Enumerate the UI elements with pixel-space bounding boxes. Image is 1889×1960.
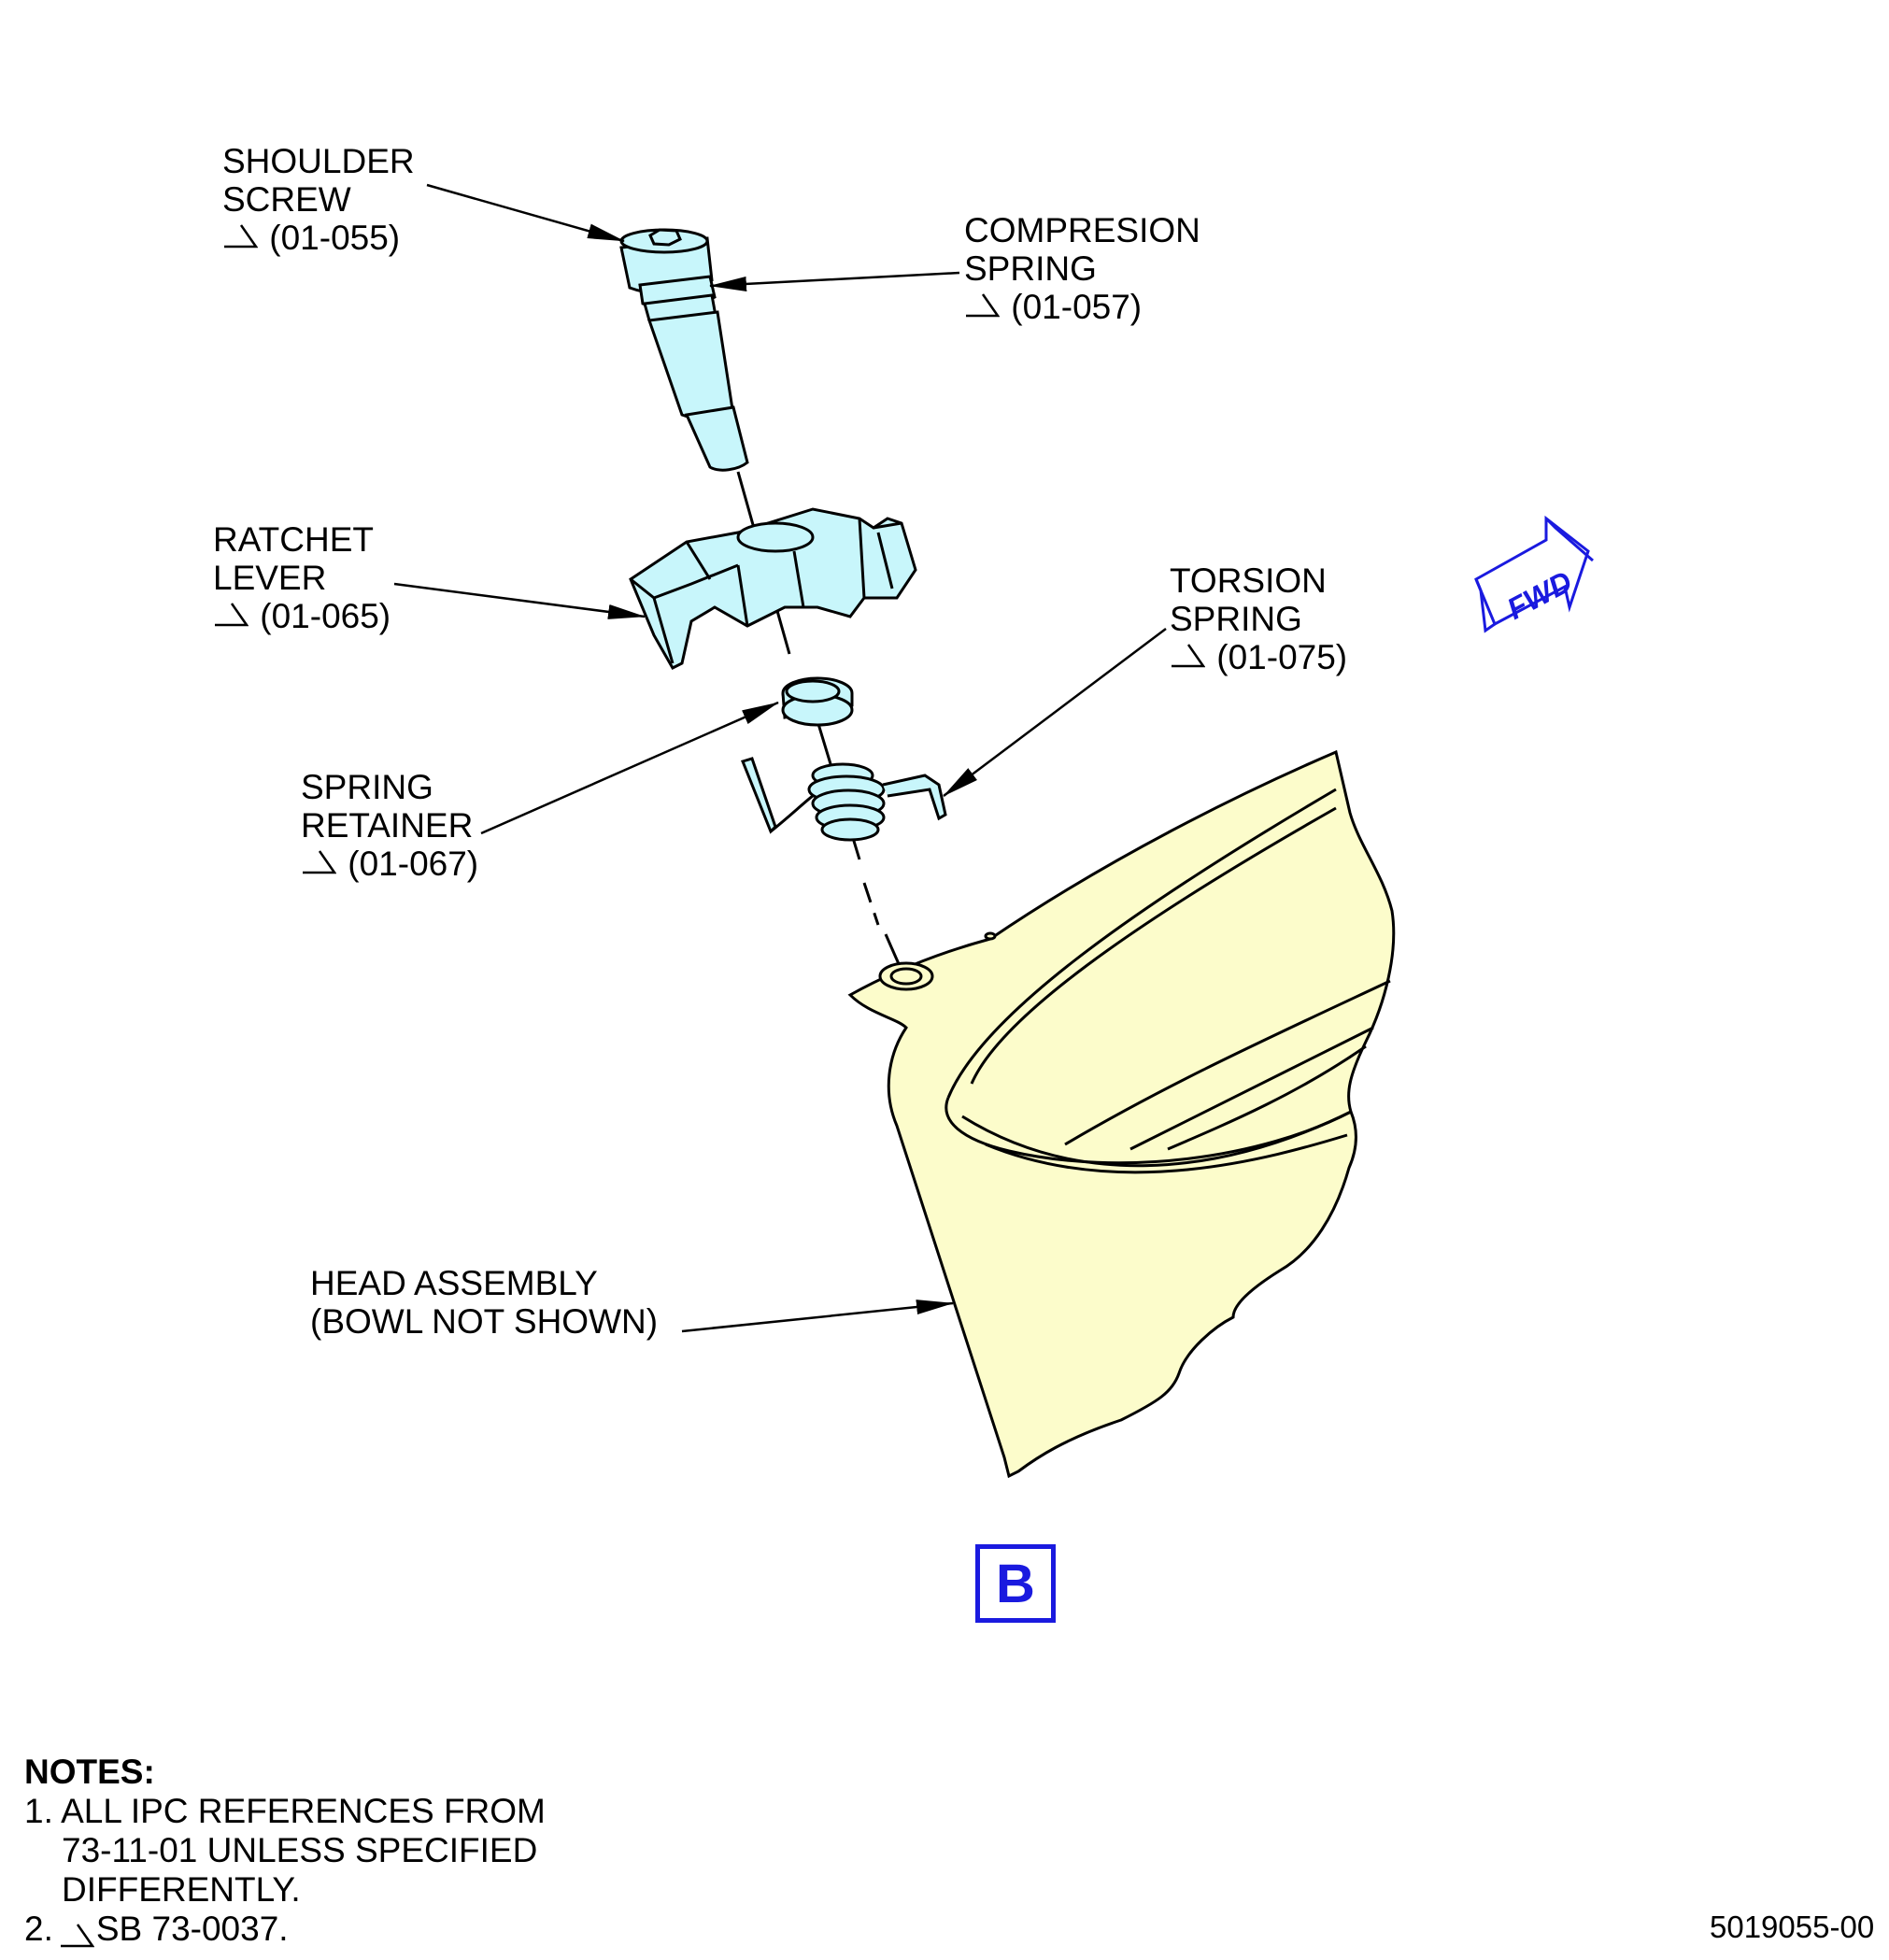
note-line: DIFFERENTLY. bbox=[62, 1870, 301, 1909]
head-assembly-housing bbox=[847, 749, 1396, 1479]
callout-ref-number: (01-075) bbox=[1216, 638, 1348, 676]
callout-ref-number: (01-067) bbox=[348, 845, 479, 883]
ratchet-lever-part bbox=[629, 507, 917, 670]
note-line: 73-11-01 UNLESS SPECIFIED bbox=[62, 1831, 538, 1869]
service-bulletin-delta-icon bbox=[1172, 644, 1205, 668]
callout-ref-number: (01-055) bbox=[269, 219, 401, 257]
callout-torsion-spring: TORSION SPRING (01-075) bbox=[1170, 561, 1347, 676]
callout-reference: (01-055) bbox=[222, 219, 415, 257]
callout-reference: (01-057) bbox=[964, 288, 1200, 326]
shoulder-screw-part bbox=[619, 228, 749, 472]
callout-reference: (01-067) bbox=[301, 845, 478, 883]
spring-retainer-part bbox=[781, 676, 854, 727]
callout-leader-lines bbox=[393, 183, 1167, 1333]
callout-line: COMPRESION bbox=[964, 211, 1200, 249]
service-bulletin-delta-icon bbox=[303, 850, 336, 874]
note-2: 2. SB 73-0037. bbox=[24, 1910, 289, 1949]
service-bulletin-delta-icon bbox=[60, 1924, 94, 1948]
callout-line: SPRING bbox=[1170, 600, 1302, 638]
note-2-text: SB 73-0037. bbox=[95, 1910, 289, 1948]
callout-reference: (01-075) bbox=[1170, 638, 1347, 676]
callout-line: (BOWL NOT SHOWN) bbox=[310, 1302, 659, 1341]
callout-line: SCREW bbox=[222, 180, 351, 219]
callout-line: RATCHET bbox=[213, 520, 374, 559]
callout-ref-number: (01-065) bbox=[260, 597, 391, 635]
forward-direction-arrow bbox=[1474, 515, 1594, 633]
view-label: B bbox=[996, 1553, 1035, 1614]
callout-line: SPRING bbox=[301, 768, 433, 806]
service-bulletin-delta-icon bbox=[224, 224, 258, 249]
callout-line: TORSION bbox=[1170, 561, 1327, 600]
service-bulletin-delta-icon bbox=[966, 293, 1000, 318]
callout-line: LEVER bbox=[213, 559, 327, 597]
callout-ref-number: (01-057) bbox=[1011, 288, 1143, 326]
torsion-spring-part bbox=[740, 757, 947, 842]
callout-line: SPRING bbox=[964, 249, 1097, 288]
callout-line: SHOULDER bbox=[222, 142, 415, 180]
notes-block: NOTES: 1. ALL IPC REFERENCES FROM 73-11-… bbox=[24, 1753, 546, 1949]
service-bulletin-delta-icon bbox=[215, 603, 249, 627]
callout-line: HEAD ASSEMBLY bbox=[310, 1264, 598, 1302]
document-number: 5019055-00 bbox=[1710, 1910, 1875, 1944]
callout-compression-spring: COMPRESION SPRING (01-057) bbox=[964, 211, 1200, 326]
callout-shoulder-screw: SHOULDER SCREW (01-055) bbox=[222, 142, 415, 257]
note-2-number: 2. bbox=[24, 1910, 53, 1948]
callout-head-assembly: HEAD ASSEMBLY (BOWL NOT SHOWN) bbox=[310, 1264, 658, 1341]
notes-heading: NOTES: bbox=[24, 1753, 155, 1791]
callout-ratchet-lever: RATCHET LEVER (01-065) bbox=[213, 520, 391, 635]
callout-reference: (01-065) bbox=[213, 597, 391, 635]
note-line: 1. ALL IPC REFERENCES FROM bbox=[24, 1792, 546, 1830]
view-label-box: B bbox=[975, 1544, 1056, 1623]
callout-line: RETAINER bbox=[301, 806, 474, 845]
callout-spring-retainer: SPRING RETAINER (01-067) bbox=[301, 768, 478, 883]
